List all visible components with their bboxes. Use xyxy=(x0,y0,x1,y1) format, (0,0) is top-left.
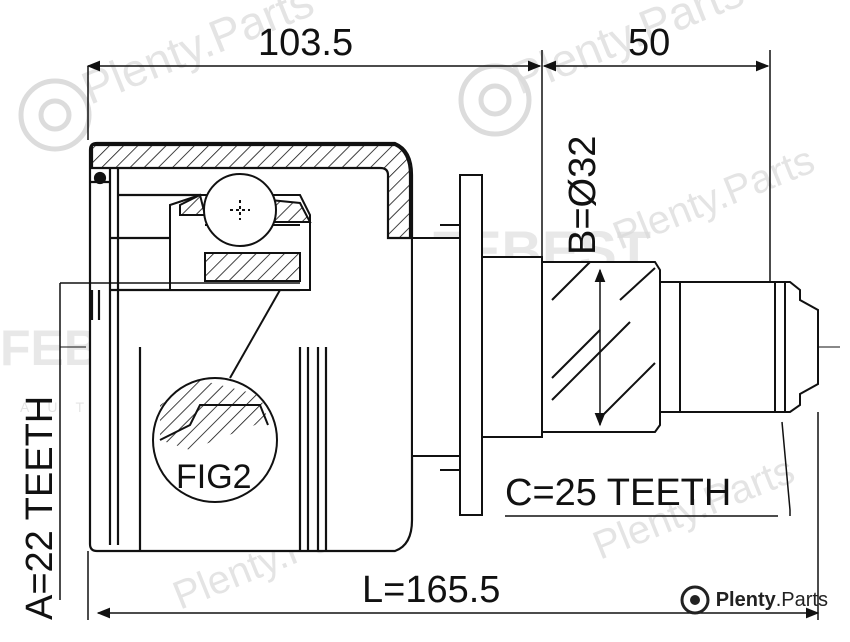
tripod-assembly xyxy=(169,173,312,291)
plenty-parts-brand: Plenty.Parts xyxy=(680,585,828,615)
brand-suffix: .Parts xyxy=(775,588,828,611)
brake-disc-icon xyxy=(680,585,710,615)
dimension-lines xyxy=(59,50,820,620)
brand-name: Plenty xyxy=(715,588,776,611)
dim-a-teeth: A=22 TEETH xyxy=(19,396,61,620)
dim-length: L=165.5 xyxy=(362,569,500,611)
dim-103-5: 103.5 xyxy=(258,22,353,64)
dim-50: 50 xyxy=(628,22,670,64)
fig2-label: FIG2 xyxy=(176,458,252,496)
fig2-detail xyxy=(152,289,281,503)
dim-b-diameter: B=Ø32 xyxy=(562,136,604,255)
output-shaft xyxy=(411,174,819,516)
dim-c-teeth: C=25 TEETH xyxy=(505,472,731,514)
